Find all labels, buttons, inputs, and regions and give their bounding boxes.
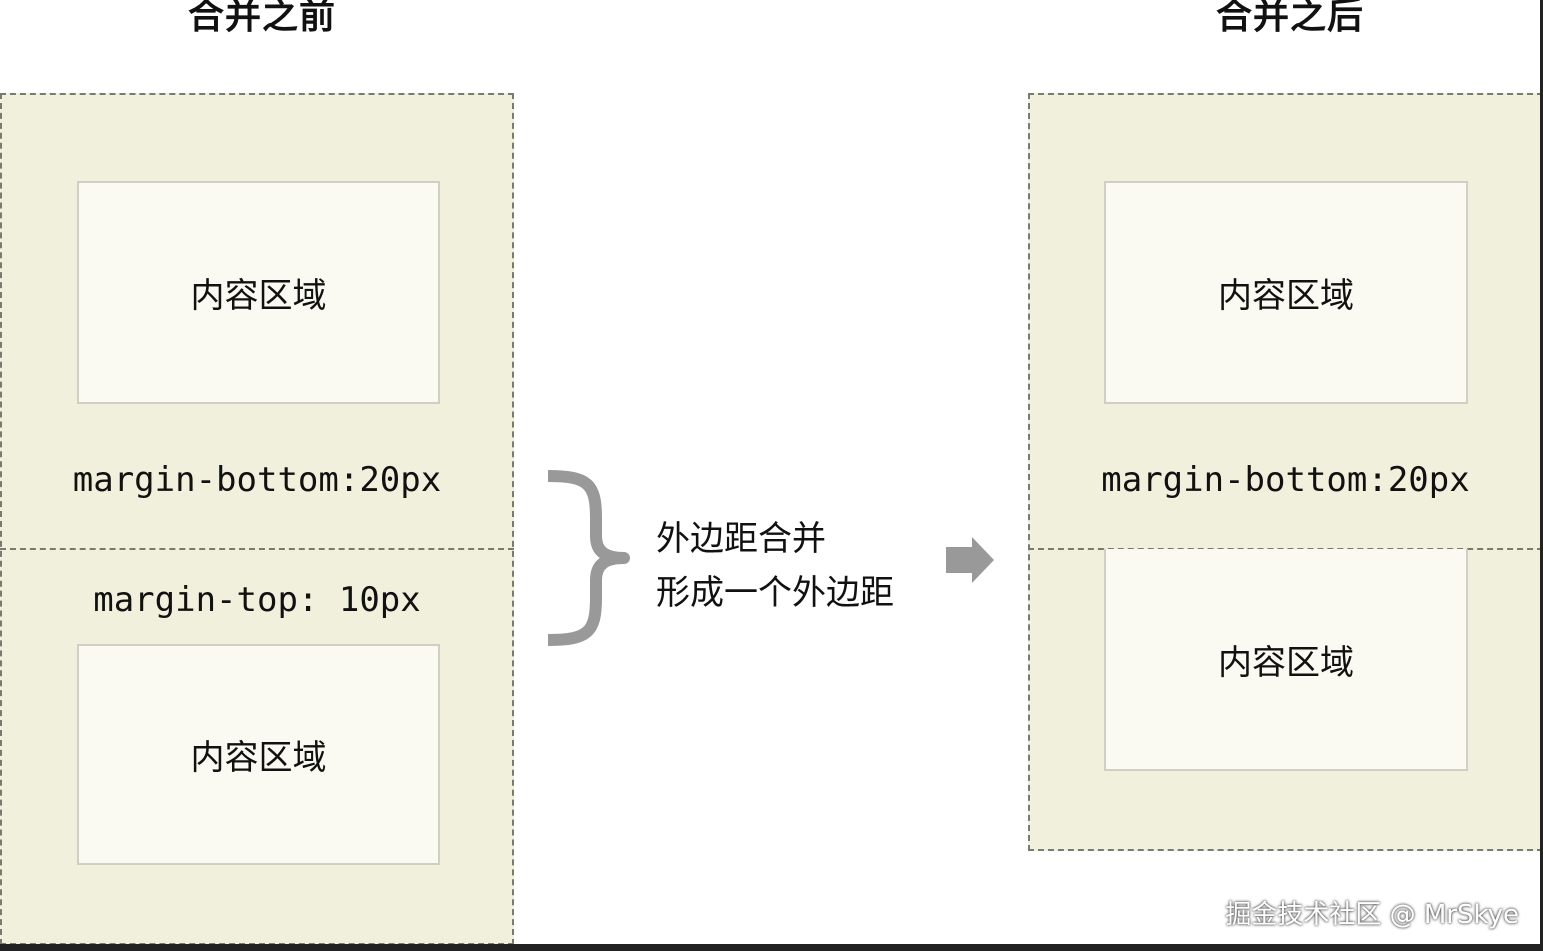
before-content-box-bottom: 内容区域 (77, 644, 440, 865)
before-margin-bottom-label: margin-bottom:20px (72, 460, 442, 500)
before-content-box-top: 内容区域 (77, 181, 440, 404)
content-label: 内容区域 (190, 738, 327, 778)
right-edge-border (1540, 0, 1543, 951)
explanation-line-2: 形成一个外边距 (656, 573, 894, 613)
content-label: 内容区域 (190, 276, 327, 316)
bottom-edge-border (0, 944, 1543, 951)
after-content-box-top: 内容区域 (1104, 181, 1468, 404)
explanation-line-1: 外边距合并 (656, 519, 826, 559)
after-content-box-bottom: 内容区域 (1104, 549, 1468, 771)
content-label: 内容区域 (1218, 642, 1354, 683)
heading-after: 合并之后 (1216, 0, 1365, 37)
heading-before: 合并之前 (188, 0, 337, 37)
right-arrow-icon (946, 537, 994, 583)
after-margin-bottom-label: margin-bottom:20px (1101, 460, 1470, 500)
before-margin-divider (0, 548, 514, 550)
right-curly-brace-icon (547, 470, 630, 646)
before-margin-top-label: margin-top: 10px (93, 580, 421, 620)
content-label: 内容区域 (1218, 276, 1354, 316)
watermark: 掘金技术社区 @ MrSkye (1225, 900, 1519, 930)
